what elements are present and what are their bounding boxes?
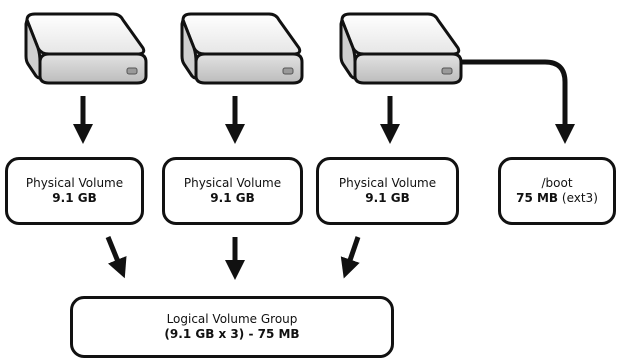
boot-size: 75 MB xyxy=(516,191,559,205)
volume-group-label: Logical Volume Group xyxy=(166,312,298,326)
physical-volume-label: Physical Volume xyxy=(25,176,124,190)
boot-filesystem: (ext3) xyxy=(558,191,598,205)
arrow-pv3-to-lvg xyxy=(340,236,361,279)
boot-partition-box: /boot 75 MB (ext3) xyxy=(498,157,616,225)
arrow-pv1-to-lvg xyxy=(105,236,127,279)
disk-icon-3 xyxy=(339,12,463,85)
physical-volume-box-3: Physical Volume 9.1 GB xyxy=(316,157,459,225)
physical-volume-size: 9.1 GB xyxy=(365,191,410,205)
boot-size-line: 75 MB (ext3) xyxy=(516,191,598,206)
boot-label: /boot xyxy=(541,176,573,190)
arrow-disk3-to-boot xyxy=(461,59,575,144)
volume-group-formula: (9.1 GB x 3) - 75 MB xyxy=(164,327,300,341)
disk-icon-1 xyxy=(24,12,148,85)
physical-volume-label: Physical Volume xyxy=(183,176,282,190)
disk-icon-2 xyxy=(180,12,304,85)
logical-volume-group-box: Logical Volume Group (9.1 GB x 3) - 75 M… xyxy=(70,296,394,358)
physical-volume-size: 9.1 GB xyxy=(52,191,97,205)
physical-volume-label: Physical Volume xyxy=(338,176,437,190)
physical-volume-box-1: Physical Volume 9.1 GB xyxy=(5,157,144,225)
physical-volume-size: 9.1 GB xyxy=(210,191,255,205)
physical-volume-box-2: Physical Volume 9.1 GB xyxy=(162,157,303,225)
